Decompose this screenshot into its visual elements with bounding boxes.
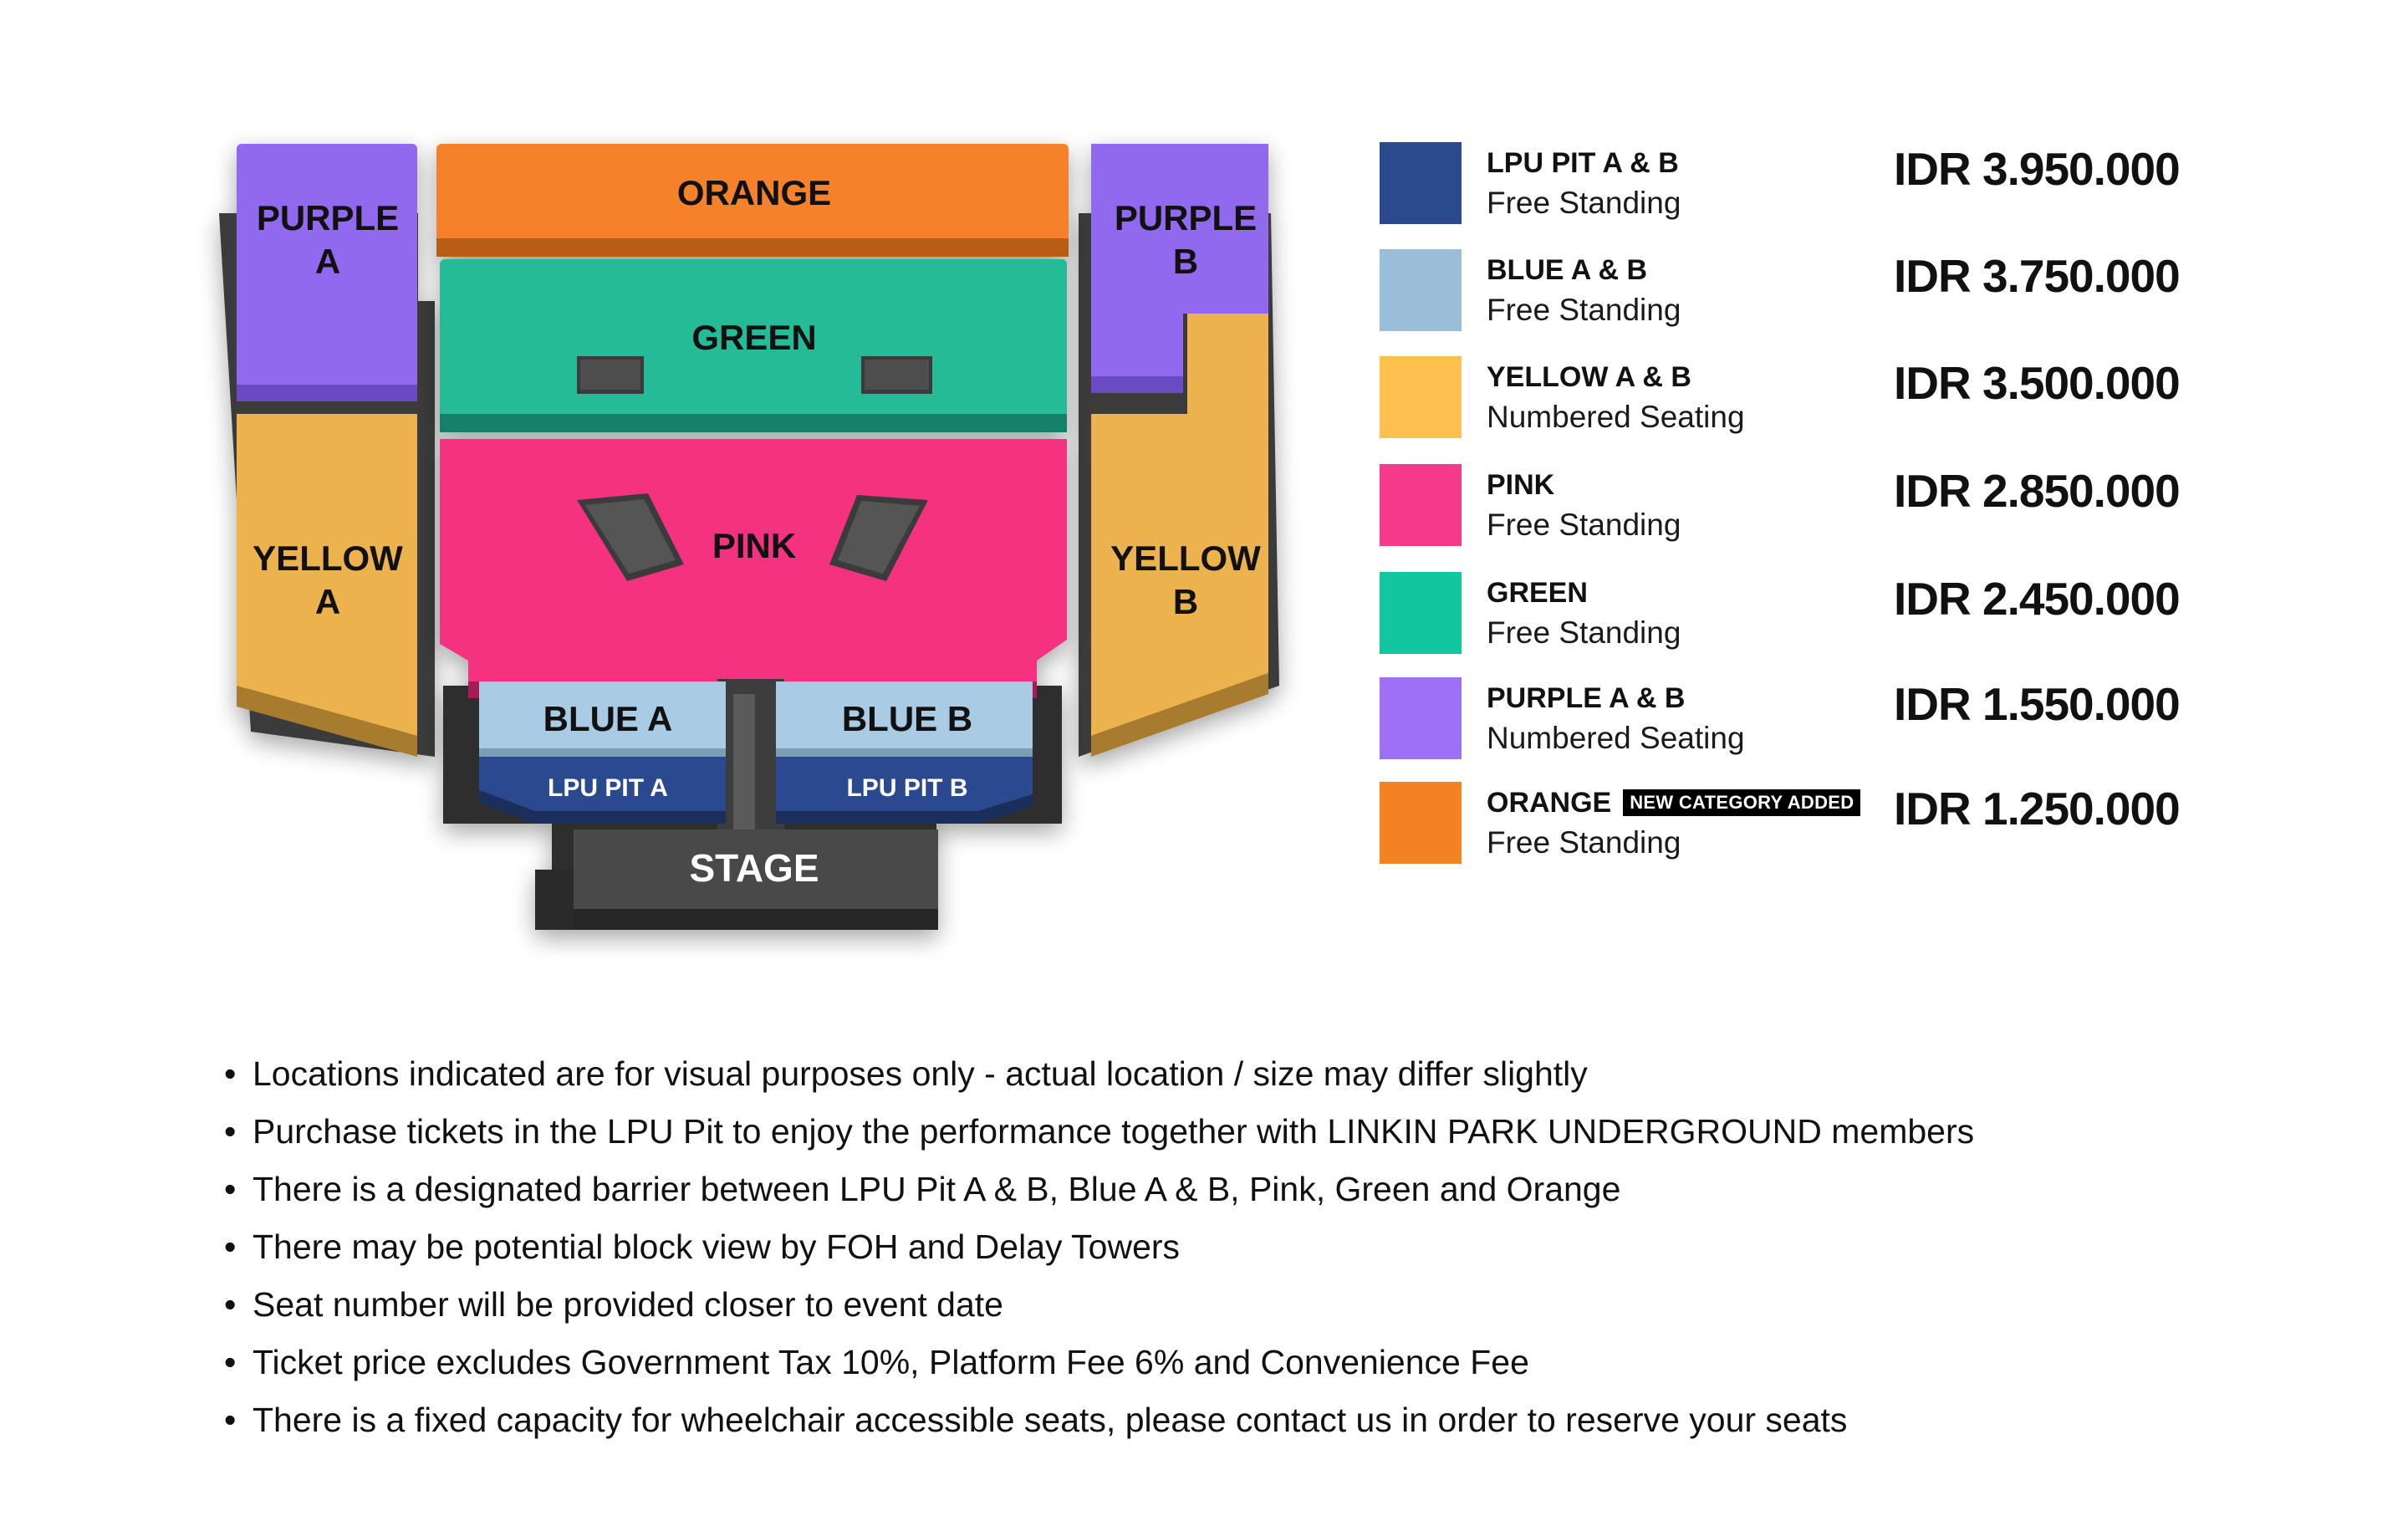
note-text: There is a designated barrier between LP… [253, 1170, 1621, 1208]
legend-row: GREEN Free Standing IDR 2.450.000 [1380, 572, 2299, 656]
legend-seating-type: Numbered Seating [1487, 400, 1745, 434]
legend-seating-type: Numbered Seating [1487, 721, 1745, 755]
right-wing [1079, 144, 1279, 757]
legend-category-label: PINK [1487, 469, 1555, 501]
note-item: • Locations indicated are for visual purp… [224, 1045, 1974, 1103]
bullet-icon: • [224, 1170, 237, 1208]
legend-category-name: BLUE A & B [1487, 254, 1647, 287]
legend-price: IDR 3.750.000 [1894, 250, 2181, 302]
zone-purple-b[interactable] [1091, 144, 1268, 376]
note-item: • Purchase tickets in the LPU Pit to enjo… [224, 1103, 1974, 1161]
zone-blue-a[interactable] [479, 681, 726, 748]
left-wing [219, 144, 435, 757]
legend-row: PINK Free Standing IDR 2.850.000 [1380, 464, 2299, 548]
legend-category-name: LPU PIT A & B [1487, 147, 1679, 180]
zone-label-pink: PINK [712, 526, 796, 565]
zone-label-yellow-b-line2: B [1173, 582, 1198, 621]
legend-price: IDR 2.450.000 [1894, 573, 2181, 625]
note-text: Ticket price excludes Government Tax 10%… [253, 1343, 1529, 1381]
zone-yellow-a[interactable] [237, 414, 417, 736]
legend-row: PURPLE A & B Numbered Seating IDR 1.550.00… [1380, 677, 2299, 761]
zone-yellow-b[interactable] [1091, 314, 1268, 736]
note-text: Seat number will be provided closer to e… [253, 1285, 1003, 1324]
zone-label-green: GREEN [691, 318, 816, 357]
zone-label-lpu-pit-a: LPU PIT A [548, 774, 668, 802]
legend-seating-type: Free Standing [1487, 293, 1681, 327]
legend-category-name: ORANGE NEW CATEGORY ADDED [1487, 787, 1861, 819]
legend-seating-type: Free Standing [1487, 825, 1681, 860]
new-category-badge: NEW CATEGORY ADDED [1623, 789, 1861, 816]
note-item: • Ticket price excludes Government Tax 10… [224, 1334, 1974, 1391]
center-block [436, 144, 1069, 930]
note-text: Locations indicated are for visual purpo… [253, 1054, 1588, 1093]
zone-label-yellow-b-line1: YELLOW [1110, 538, 1261, 578]
legend-swatch [1380, 142, 1462, 224]
note-item: • There is a fixed capacity for wheelchai… [224, 1391, 1974, 1449]
note-text: Purchase tickets in the LPU Pit to enjoy… [253, 1112, 1975, 1151]
zone-label-blue-a: BLUE A [543, 699, 673, 738]
zone-label-yellow-a-line2: A [315, 582, 340, 621]
zone-label-yellow-a-line1: YELLOW [253, 538, 403, 578]
zone-label-orange: ORANGE [677, 173, 831, 212]
legend-price: IDR 1.550.000 [1894, 678, 2181, 730]
legend-swatch [1380, 782, 1462, 864]
legend-swatch [1380, 677, 1462, 759]
legend-price: IDR 3.500.000 [1894, 357, 2181, 409]
zone-label-purple-a-line1: PURPLE [257, 198, 399, 237]
zone-purple-a[interactable] [237, 144, 417, 395]
note-text: There may be potential block view by FOH… [253, 1228, 1181, 1266]
legend-category-label: ORANGE [1487, 787, 1612, 819]
note-text: There is a fixed capacity for wheelchair… [253, 1401, 1848, 1439]
zone-label-lpu-pit-b: LPU PIT B [846, 774, 967, 802]
note-item: • There may be potential block view by FO… [224, 1218, 1974, 1276]
zone-lpu-pit-b[interactable] [776, 757, 1033, 811]
notes-list: • Locations indicated are for visual purp… [224, 1045, 1974, 1449]
bullet-icon: • [224, 1343, 237, 1381]
zone-label-blue-b: BLUE B [842, 699, 972, 738]
legend-swatch [1380, 356, 1462, 438]
legend-seating-type: Free Standing [1487, 508, 1681, 542]
legend-category-name: PURPLE A & B [1487, 682, 1685, 715]
note-item: • Seat number will be provided closer to … [224, 1276, 1974, 1334]
legend-category-label: GREEN [1487, 577, 1588, 609]
legend-category-name: GREEN [1487, 577, 1588, 610]
legend-row: ORANGE NEW CATEGORY ADDED Free Standing IDR… [1380, 782, 2299, 865]
stage [574, 829, 938, 909]
zone-label-stage: STAGE [689, 846, 819, 890]
legend-swatch [1380, 464, 1462, 546]
legend-category-label: BLUE A & B [1487, 254, 1648, 286]
zone-lpu-pit-a[interactable] [479, 757, 726, 811]
legend-seating-type: Free Standing [1487, 186, 1681, 220]
legend-category-label: YELLOW A & B [1487, 361, 1691, 393]
zone-blue-b[interactable] [776, 681, 1033, 748]
legend-category-name: PINK [1487, 469, 1554, 502]
bullet-icon: • [224, 1228, 237, 1266]
legend-row: LPU PIT A & B Free Standing IDR 3.950.000 [1380, 142, 2299, 226]
legend-category-label: PURPLE A & B [1487, 682, 1686, 714]
legend-category-name: YELLOW A & B [1487, 361, 1691, 394]
bullet-icon: • [224, 1112, 237, 1151]
zone-label-purple-a-line2: A [315, 242, 340, 281]
zone-orange[interactable] [436, 144, 1069, 242]
zone-label-purple-b-line2: B [1173, 242, 1198, 281]
legend-row: YELLOW A & B Numbered Seating IDR 3.500.00… [1380, 356, 2299, 440]
legend-swatch [1380, 249, 1462, 331]
legend-row: BLUE A & B Free Standing IDR 3.750.000 [1380, 249, 2299, 333]
note-item: • There is a designated barrier between L… [224, 1161, 1974, 1218]
zone-label-purple-b-line1: PURPLE [1115, 198, 1257, 237]
seating-map: ORANGE GREEN PINK PURPLE A PURPLE B YELL… [219, 144, 1279, 930]
legend-price: IDR 2.850.000 [1894, 465, 2181, 517]
bullet-icon: • [224, 1401, 237, 1439]
legend-price: IDR 3.950.000 [1894, 143, 2181, 195]
bullet-icon: • [224, 1285, 237, 1324]
legend-category-label: LPU PIT A & B [1487, 147, 1679, 179]
legend-price: IDR 1.250.000 [1894, 783, 2181, 835]
legend-swatch [1380, 572, 1462, 654]
legend-seating-type: Free Standing [1487, 615, 1681, 650]
bullet-icon: • [224, 1054, 237, 1093]
